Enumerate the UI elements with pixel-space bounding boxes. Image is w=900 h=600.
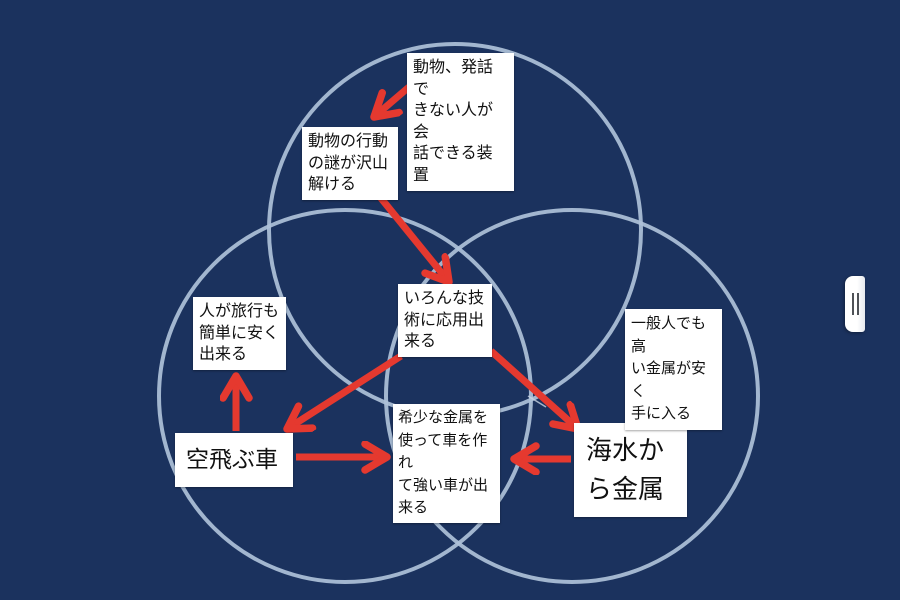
arrow-behavior-to-tech[interactable] — [377, 194, 449, 282]
node-seawater-metal[interactable]: 海水か ら金属 — [574, 423, 687, 517]
node-seawater-metal-text: 海水か ら金属 — [586, 435, 665, 504]
node-tech[interactable]: いろんな技 術に応用出 来る — [398, 284, 492, 357]
node-travel-text: 人が旅行も 簡単に安く 出来る — [199, 303, 280, 364]
stray-pen-line[interactable] — [527, 395, 547, 408]
node-device[interactable]: 動物、発話で きない人が会 話できる装置 — [407, 53, 514, 191]
panel-drag-handle[interactable] — [845, 276, 865, 332]
node-behavior-text: 動物の行動 の謎が沢山 解ける — [308, 133, 389, 194]
node-rare-metal-car[interactable]: 希少な金属を 使って車を作れ て強い車が出 来る — [393, 404, 500, 523]
node-device-text: 動物、発話で きない人が会 話できる装置 — [413, 59, 494, 184]
venn-circle-left[interactable] — [157, 208, 533, 584]
arrow-device-to-behavior[interactable] — [374, 84, 412, 117]
arrow-tech-to-flying-car[interactable] — [287, 353, 403, 429]
node-flying-car-text: 空飛ぶ車 — [186, 446, 278, 472]
node-flying-car[interactable]: 空飛ぶ車 — [175, 433, 293, 487]
arrow-tech-to-seawater-metal[interactable] — [488, 348, 578, 429]
node-cheap-metal[interactable]: 一般人でも高 い金属が安く 手に入る — [625, 309, 722, 430]
node-behavior[interactable]: 動物の行動 の謎が沢山 解ける — [302, 127, 398, 200]
grip-icon — [851, 293, 859, 315]
node-cheap-metal-text: 一般人でも高 い金属が安く 手に入る — [631, 315, 707, 422]
node-tech-text: いろんな技 術に応用出 来る — [404, 290, 485, 351]
node-travel[interactable]: 人が旅行も 簡単に安く 出来る — [193, 297, 286, 370]
venn-circle-right[interactable] — [384, 208, 760, 584]
node-rare-metal-car-text: 希少な金属を 使って車を作れ て強い車が出 来る — [398, 409, 489, 516]
